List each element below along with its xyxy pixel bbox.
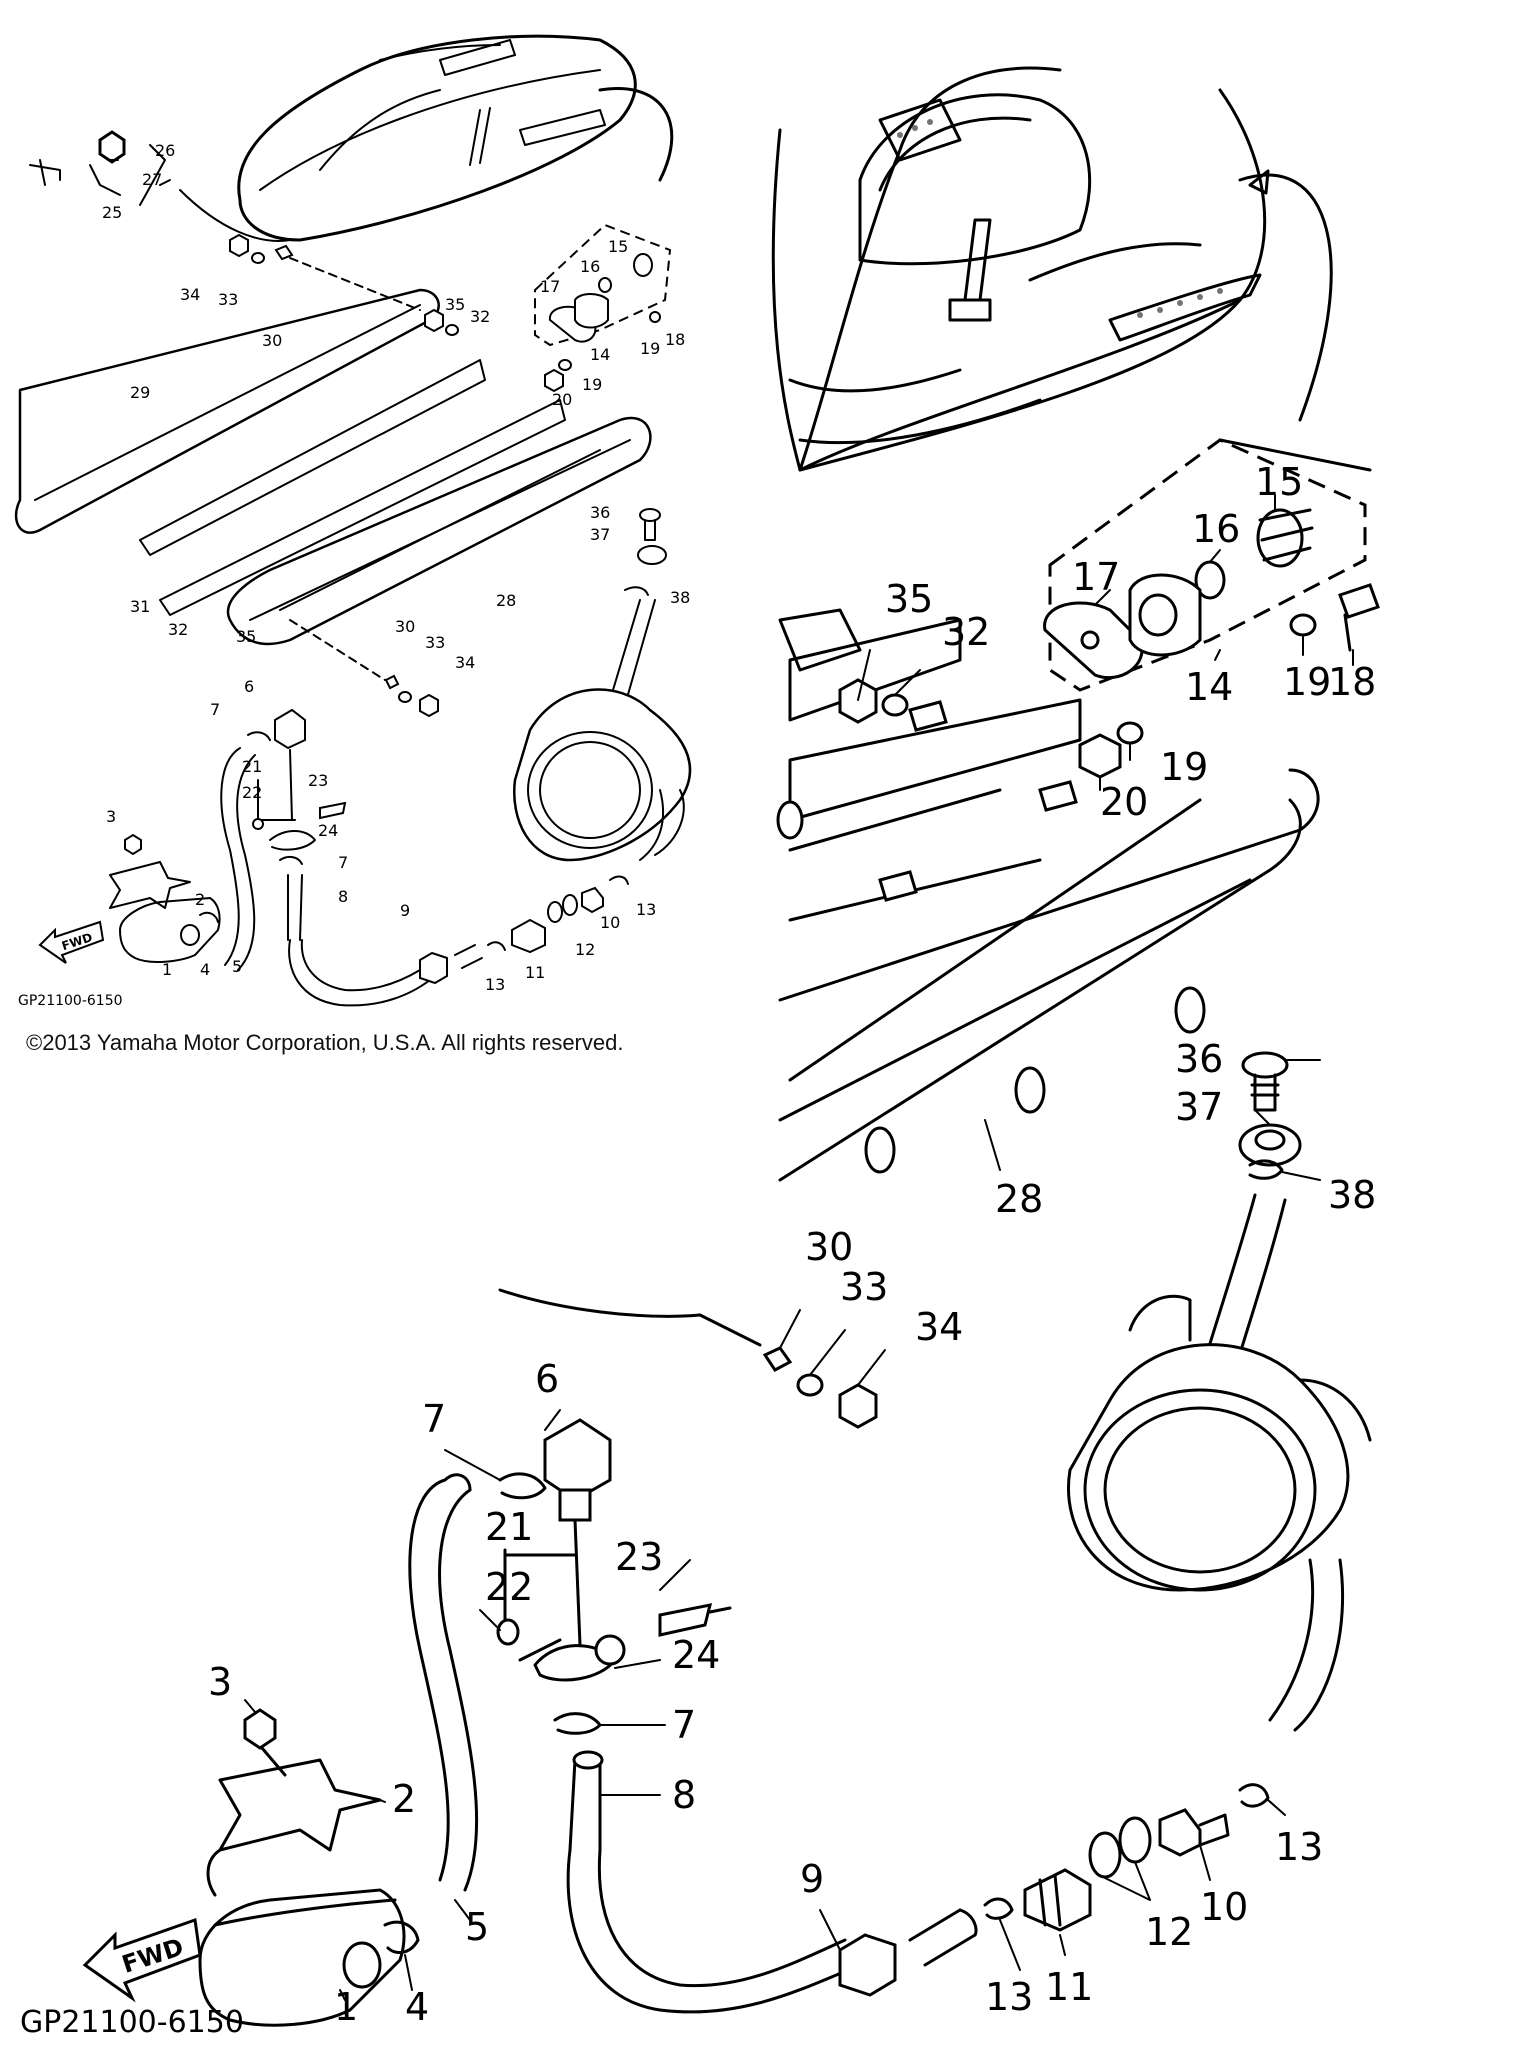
callout-small: 2 <box>195 890 205 909</box>
callout-large: 13 <box>985 1975 1033 2019</box>
callout-small: 22 <box>242 783 262 802</box>
callout-large: 38 <box>1328 1173 1376 1217</box>
callout-small: 16 <box>580 257 600 276</box>
callout-large: 23 <box>615 1535 663 1579</box>
callout-large: 22 <box>485 1565 533 1609</box>
callout-small: 17 <box>540 277 560 296</box>
callout-large: 32 <box>942 610 990 654</box>
callout-large: 1 <box>334 1985 358 2029</box>
copyright-notice: ©2013 Yamaha Motor Corporation, U.S.A. A… <box>26 1030 624 1055</box>
callout-small: 34 <box>180 285 200 304</box>
callout-small: 14 <box>590 345 610 364</box>
callout-small: 21 <box>242 757 262 776</box>
callout-large: 7 <box>672 1703 696 1747</box>
callout-small: 29 <box>130 383 150 402</box>
callout-small: 1 <box>162 960 172 979</box>
callout-large: 6 <box>535 1357 559 1401</box>
callout-small: 7 <box>210 700 220 719</box>
callout-large: 18 <box>1328 660 1376 704</box>
callout-small: 31 <box>130 597 150 616</box>
callout-small: 18 <box>665 330 685 349</box>
callout-small: 5 <box>232 957 242 976</box>
callout-large: 33 <box>840 1265 888 1309</box>
callout-small: 26 <box>155 141 175 160</box>
callout-large: 16 <box>1192 507 1240 551</box>
callout-small: 7 <box>338 853 348 872</box>
callout-large: 13 <box>1275 1825 1323 1869</box>
callout-large: 10 <box>1200 1885 1248 1929</box>
callout-large: 24 <box>672 1633 720 1677</box>
callout-small: 13 <box>485 975 505 994</box>
callout-small: 15 <box>608 237 628 256</box>
diagram-code-small: GP21100-6150 <box>18 993 123 1009</box>
callout-small: 33 <box>425 633 445 652</box>
callout-large: 28 <box>995 1177 1043 1221</box>
callout-small: 13 <box>636 900 656 919</box>
callout-small: 3 <box>106 807 116 826</box>
callout-small: 20 <box>552 390 572 409</box>
diagram-code-large: GP21100-6150 <box>20 2005 244 2040</box>
callout-small: 35 <box>236 627 256 646</box>
callout-large: 34 <box>915 1305 963 1349</box>
callout-small: 30 <box>395 617 415 636</box>
callout-large: 4 <box>405 1985 429 2029</box>
callout-large: 30 <box>805 1225 853 1269</box>
large-hull-detail <box>82 66 1380 2027</box>
callout-small: 35 <box>445 295 465 314</box>
callout-large: 20 <box>1100 780 1148 824</box>
callout-small: 9 <box>400 901 410 920</box>
callout-large: 37 <box>1175 1085 1223 1129</box>
callout-small: 28 <box>496 591 516 610</box>
callout-large: 21 <box>485 1505 533 1549</box>
small-overview <box>14 34 692 1007</box>
callout-small: 10 <box>600 913 620 932</box>
callout-small: 33 <box>218 290 238 309</box>
callout-small: 24 <box>318 821 338 840</box>
callout-small: 4 <box>200 960 210 979</box>
callout-large: 14 <box>1185 665 1233 709</box>
callout-small: 32 <box>168 620 188 639</box>
callout-small: 25 <box>102 203 122 222</box>
callout-large: 5 <box>465 1905 489 1949</box>
callout-small: 23 <box>308 771 328 790</box>
callout-small: 19 <box>582 375 602 394</box>
callout-small: 30 <box>262 331 282 350</box>
callout-large: 19 <box>1283 660 1331 704</box>
callout-small: 12 <box>575 940 595 959</box>
callout-large: 7 <box>422 1397 446 1441</box>
callout-large: 2 <box>392 1777 416 1821</box>
callout-small: 34 <box>455 653 475 672</box>
callout-large: 15 <box>1255 460 1303 504</box>
callout-large: 35 <box>885 577 933 621</box>
callout-small: 8 <box>338 887 348 906</box>
callout-small: 38 <box>670 588 690 607</box>
callout-large: 12 <box>1145 1910 1193 1954</box>
large-callouts: 1 2 3 4 5 6 7 7 8 9 10 11 12 13 13 14 15… <box>208 460 1376 2029</box>
callout-large: 3 <box>208 1660 232 1704</box>
callout-large: 19 <box>1160 745 1208 789</box>
callout-large: 36 <box>1175 1037 1223 1081</box>
callout-small: 19 <box>640 339 660 358</box>
callout-large: 17 <box>1072 555 1120 599</box>
callout-large: 9 <box>800 1857 824 1901</box>
callout-large: 8 <box>672 1773 696 1817</box>
callout-small: 6 <box>244 677 254 696</box>
callout-small: 36 <box>590 503 610 522</box>
callout-small: 11 <box>525 963 545 982</box>
callout-small: 37 <box>590 525 610 544</box>
callout-large: 11 <box>1045 1965 1093 2009</box>
callout-small: 27 <box>142 170 162 189</box>
small-callouts: 1 2 3 4 5 6 7 7 8 9 10 11 12 13 13 14 15… <box>102 141 690 994</box>
grip-pad-stipple <box>897 119 1223 318</box>
callout-small: 32 <box>470 307 490 326</box>
